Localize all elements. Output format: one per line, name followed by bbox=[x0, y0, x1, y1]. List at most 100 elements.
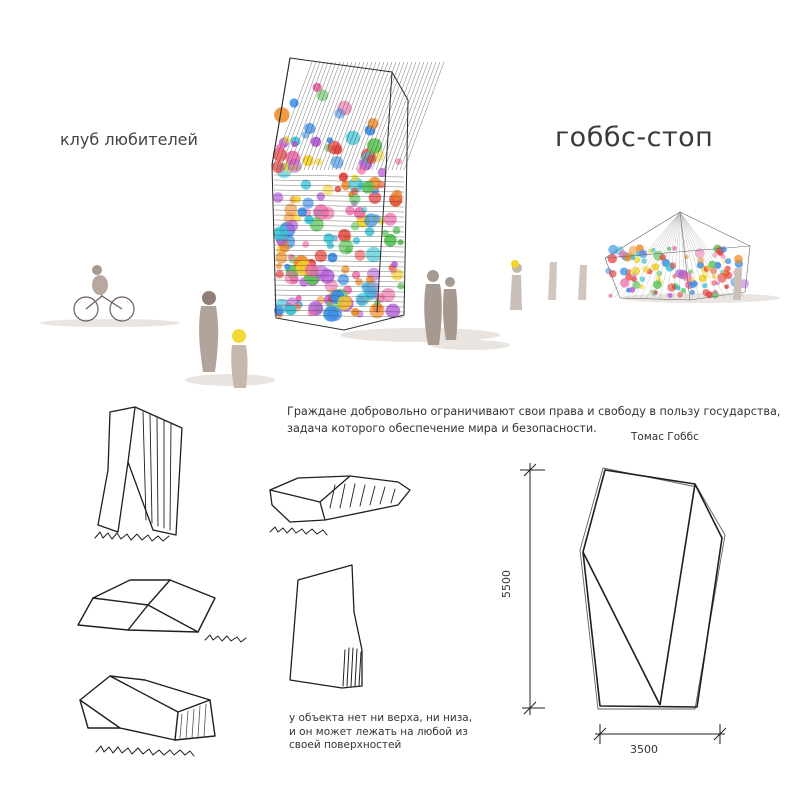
ball bbox=[607, 254, 617, 264]
ball bbox=[316, 89, 329, 102]
ball bbox=[666, 246, 672, 251]
hatch-line bbox=[679, 211, 687, 299]
ball bbox=[337, 274, 349, 286]
ball bbox=[642, 266, 650, 273]
hatch-line bbox=[273, 234, 405, 238]
ball bbox=[297, 207, 307, 217]
hatch-line bbox=[395, 61, 437, 171]
hatch-line bbox=[335, 61, 377, 171]
sketch-house-wedge bbox=[79, 675, 216, 757]
ball bbox=[341, 265, 350, 274]
ball bbox=[334, 185, 342, 193]
ball bbox=[384, 233, 397, 247]
ball bbox=[708, 260, 717, 269]
ground-washes bbox=[40, 293, 780, 386]
hatch-line bbox=[273, 179, 405, 183]
hatch-line bbox=[666, 211, 681, 299]
ball bbox=[289, 98, 299, 108]
ball bbox=[608, 293, 613, 298]
ball bbox=[698, 274, 707, 283]
ball bbox=[322, 184, 334, 196]
ball bbox=[381, 229, 389, 237]
ball bbox=[392, 226, 401, 235]
hatch-line bbox=[627, 211, 681, 299]
hatch-line bbox=[387, 61, 429, 171]
hatch-line bbox=[273, 214, 405, 218]
hatch-line bbox=[273, 304, 405, 308]
hatch-line bbox=[679, 211, 719, 299]
hatch-line bbox=[273, 284, 405, 288]
ball bbox=[273, 226, 288, 241]
ball bbox=[391, 189, 403, 200]
hatch-line bbox=[379, 61, 421, 171]
object-note: у объекта нет ни верха, ни низа, и он мо… bbox=[289, 712, 472, 753]
hatch-line bbox=[273, 219, 405, 223]
hatch-line bbox=[679, 211, 739, 299]
ball bbox=[608, 270, 617, 278]
ball bbox=[293, 195, 301, 204]
hatch-line bbox=[659, 211, 681, 299]
ball bbox=[653, 290, 658, 295]
ball bbox=[638, 249, 648, 259]
hatch-line bbox=[307, 61, 349, 171]
hatch-line bbox=[363, 61, 405, 171]
ball bbox=[323, 233, 335, 244]
hatch-line bbox=[327, 61, 369, 171]
hatch-line bbox=[273, 294, 405, 298]
ball bbox=[717, 273, 727, 283]
ball bbox=[282, 135, 291, 144]
ball bbox=[275, 263, 283, 270]
standing-figures bbox=[424, 260, 742, 345]
note-line: у объекта нет ни верха, ни низа, bbox=[289, 712, 473, 724]
hatch-line bbox=[653, 211, 681, 299]
hatch-line bbox=[331, 61, 373, 171]
ball bbox=[361, 181, 374, 194]
hatch-line bbox=[620, 211, 681, 299]
ball bbox=[689, 289, 695, 295]
hatch-line bbox=[273, 224, 405, 228]
hobbes-quote: Граждане добровольно ограничивают свои п… bbox=[287, 403, 780, 437]
hatch-line bbox=[679, 211, 713, 299]
note-line: своей поверхностей bbox=[289, 739, 402, 751]
ball bbox=[345, 206, 355, 216]
hatch-line bbox=[679, 211, 681, 299]
ball bbox=[669, 262, 677, 269]
hatch-line bbox=[679, 211, 745, 299]
ball bbox=[302, 240, 310, 248]
ball bbox=[349, 193, 361, 205]
hatch-line bbox=[640, 211, 681, 299]
hatch-line bbox=[273, 289, 405, 293]
cyclist-figure bbox=[73, 265, 135, 322]
ball bbox=[321, 207, 335, 220]
hatch-line bbox=[287, 61, 329, 171]
hatch-line bbox=[614, 211, 681, 299]
hatch-line bbox=[271, 61, 313, 171]
ball bbox=[383, 212, 397, 226]
ball bbox=[323, 306, 339, 322]
hatch-line bbox=[273, 194, 405, 198]
hatch-line bbox=[315, 61, 357, 171]
title-hobbes-stop: гоббс-стоп bbox=[555, 122, 714, 153]
ball bbox=[639, 276, 646, 282]
hatch-line bbox=[607, 211, 681, 299]
ball bbox=[720, 254, 726, 260]
ball bbox=[357, 165, 367, 175]
ball bbox=[675, 285, 681, 291]
hatch-line bbox=[273, 254, 405, 258]
ball bbox=[275, 270, 284, 279]
hatch-line bbox=[291, 61, 333, 171]
hatch-line bbox=[273, 244, 405, 248]
hatch-line bbox=[646, 211, 681, 299]
adult-with-child-figures bbox=[199, 291, 248, 388]
ball bbox=[397, 239, 404, 246]
hatch-line bbox=[273, 204, 405, 208]
ball bbox=[330, 156, 344, 169]
hatch-line bbox=[679, 211, 693, 299]
hatch-line bbox=[273, 279, 405, 283]
hatch-line bbox=[273, 274, 405, 278]
ball bbox=[667, 293, 673, 298]
ball bbox=[302, 197, 314, 209]
hatch-line bbox=[273, 209, 405, 213]
sketch-tall-slab bbox=[289, 564, 363, 689]
ball bbox=[739, 279, 749, 289]
